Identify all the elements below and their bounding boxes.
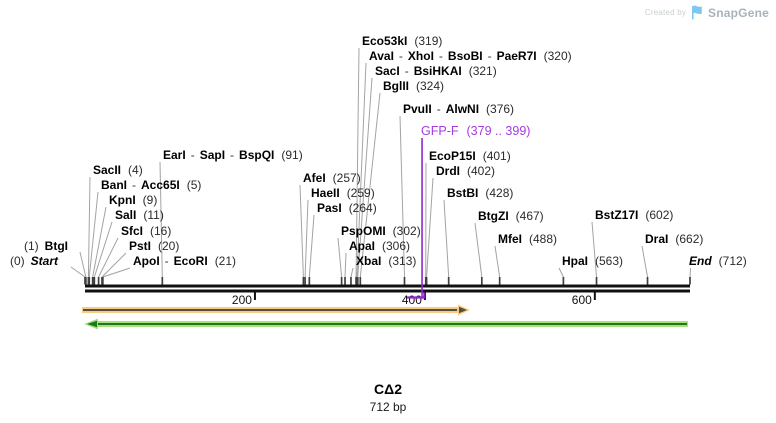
site-label-pasi[interactable]: PasI(264) [317,201,377,215]
site-label-psti[interactable]: PstI(20) [129,239,179,253]
watermark-brand: SnapGene [708,5,769,20]
leader-line [87,176,91,278]
primer-label-gfp-f[interactable]: GFP-F(379 .. 399) [421,124,530,138]
leader-line [426,177,434,278]
site-label-afei[interactable]: AfeI(257) [303,171,361,185]
site-label-pspomi[interactable]: PspOMI(302) [341,224,421,238]
leader-line [304,199,309,278]
leader-line [101,252,127,278]
leader-line [689,267,691,278]
leader-line [299,184,304,278]
site-label-haeii[interactable]: HaeII(259) [311,186,375,200]
site-label-mfei[interactable]: MfeI(488) [498,232,557,246]
leader-line [92,206,107,278]
leader-line [88,191,99,278]
ruler-tick-label: 200 [232,293,252,307]
watermark-created-by: Created by [644,8,687,17]
leader-line [344,252,347,278]
leader-line [102,267,131,278]
site-label-drdi[interactable]: DrdI(402) [436,164,495,178]
leader-line [474,222,483,278]
site-label-end[interactable]: End(712) [689,254,747,268]
ruler-tick-label: 600 [572,293,592,307]
sequence-ruler-bottom-bar [85,289,690,293]
sequence-length: 712 bp [369,400,407,414]
leader-line [399,115,405,278]
site-label-eari-sapi-bspqi[interactable]: EarI-SapI-BspQI(91) [163,148,303,162]
site-label-saci-bsihkai[interactable]: SacI-BsiHKAI(321) [375,64,497,78]
site-label-start[interactable]: (0)Start [10,254,59,268]
leader-line [558,267,564,278]
leader-line [70,266,86,278]
leader-line [443,199,450,278]
site-label-ecop15i[interactable]: EcoP15I(401) [429,149,511,163]
site-label-bglii[interactable]: BglII(324) [383,79,444,93]
watermark: Created by SnapGene [645,5,769,20]
site-label-sali[interactable]: SalI(11) [115,208,164,222]
ruler-tick-label: 400 [402,293,422,307]
site-label-sfci[interactable]: SfcI(16) [121,224,171,238]
site-label-hpai[interactable]: HpaI(563) [562,254,623,268]
site-label-bani-acc65i[interactable]: BanI-Acc65I(5) [101,178,201,192]
site-label-xbai[interactable]: XbaI(313) [356,254,416,268]
site-label-sacii[interactable]: SacII(4) [93,163,143,177]
leader-line [337,237,343,278]
site-label-drai[interactable]: DraI(662) [645,232,703,246]
site-label-pvuii-alwni[interactable]: PvuII-AlwNI(376) [403,102,514,116]
leader-line [494,245,501,278]
leader-line [641,245,649,278]
leader-line [159,161,163,278]
leader-line [591,221,598,278]
leader-line [93,221,113,278]
site-label-btgi[interactable]: (1)BtgI [24,239,68,253]
leader-line [359,92,381,278]
sequence-name: CΔ2 [374,381,402,397]
site-label-apai[interactable]: ApaI(306) [349,239,410,253]
site-label-eco53ki[interactable]: Eco53kI(319) [362,34,442,48]
site-label-kpni[interactable]: KpnI(9) [109,193,157,207]
site-label-avai-xhoi-bsobi-paer7i[interactable]: AvaI-XhoI-BsoBI-PaeR7I(320) [369,49,572,63]
site-label-btgzi[interactable]: BtgZI(467) [478,209,544,223]
leader-line [356,62,367,278]
title-block: CΔ2 712 bp [0,381,776,414]
leader-line [98,237,119,278]
leader-line [308,214,315,278]
leader-line [355,47,360,278]
feature-arrow-forward[interactable] [82,304,470,316]
leader-line [350,267,354,278]
feature-arrow-reverse[interactable] [84,318,688,330]
site-label-bstbi[interactable]: BstBI(428) [447,186,513,200]
site-label-bstz17i[interactable]: BstZ17I(602) [595,208,673,222]
sequence-ruler-top-bar [85,284,690,288]
snapgene-logo-icon [691,5,703,20]
leader-line [357,77,373,278]
site-label-apoi-ecori[interactable]: ApoI-EcoRI(21) [133,254,236,268]
leader-line [79,251,87,278]
